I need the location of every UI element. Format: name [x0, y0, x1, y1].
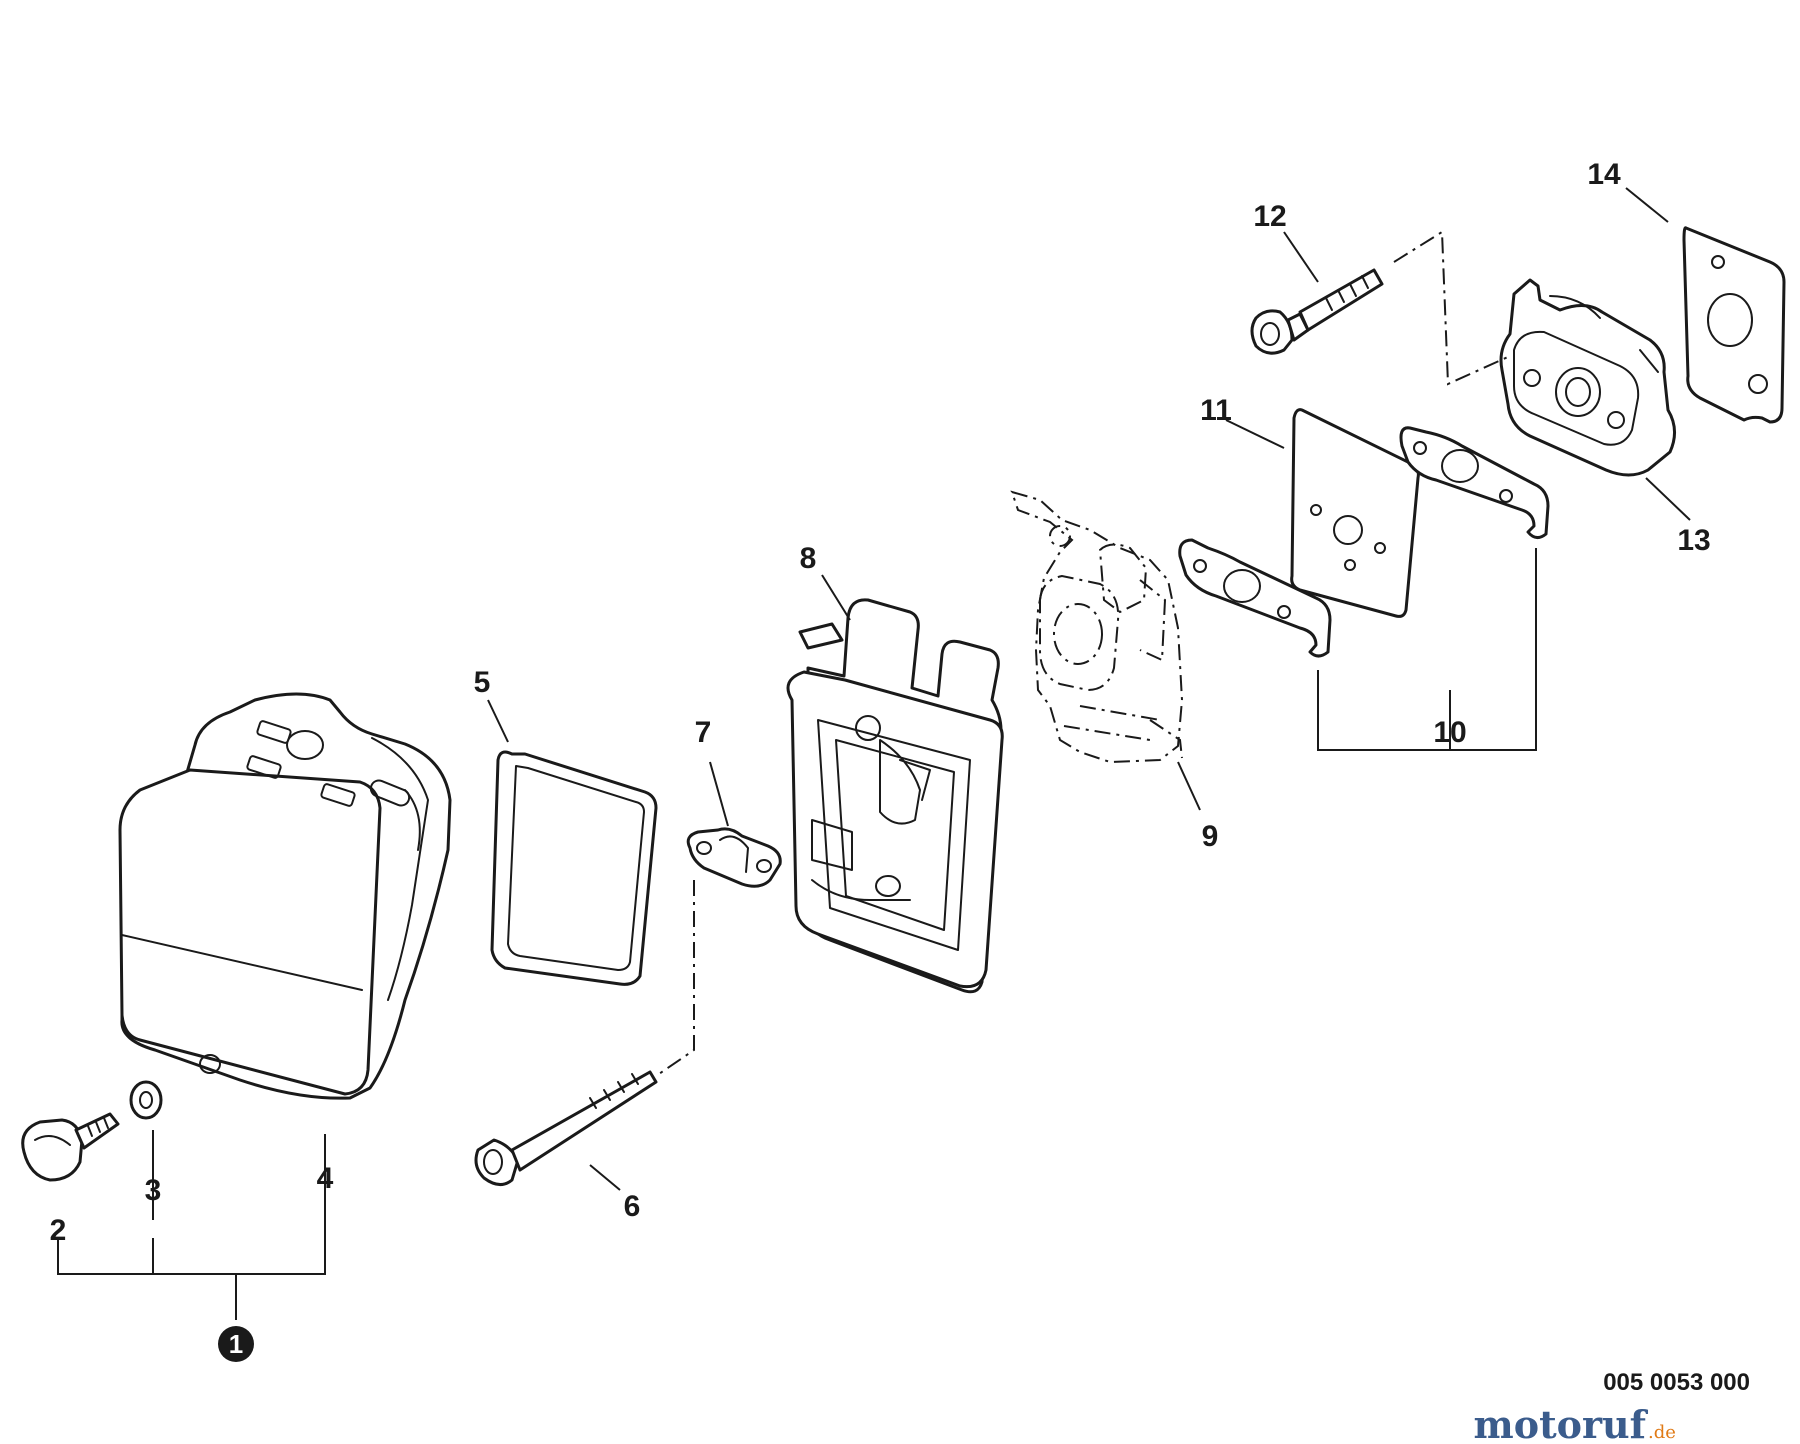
carburetor-adapter: [1499, 278, 1676, 477]
callout-12: 12: [1253, 200, 1286, 233]
callout-11: 11: [1200, 394, 1232, 427]
callout-9: 9: [1202, 820, 1219, 853]
callout-7: 7: [695, 716, 712, 749]
callout-3: 3: [145, 1174, 162, 1207]
callout-1: 1: [229, 1329, 243, 1359]
gasket-rear: [1682, 226, 1786, 424]
carburetor: [1010, 490, 1184, 764]
gasket-large: [1399, 426, 1550, 539]
callout-6: 6: [624, 1190, 641, 1223]
insulator-plate: [1290, 408, 1420, 618]
air-cleaner-case: [786, 598, 1004, 994]
leader-lines: [57, 187, 1691, 1320]
washer: [129, 1080, 163, 1120]
knob-bolt: [21, 1112, 120, 1182]
callout-14: 14: [1587, 158, 1621, 191]
callout-10: 10: [1433, 716, 1466, 749]
bolt-short: [1250, 268, 1384, 355]
watermark-logo: motoruf .de: [1474, 1402, 1676, 1444]
callout-5: 5: [474, 666, 491, 699]
spacer-fitting: [686, 827, 782, 888]
drawing-code: 005 0053 000: [1603, 1369, 1750, 1396]
callout-8: 8: [800, 542, 817, 575]
air-cleaner-cover: [118, 692, 452, 1100]
callout-13: 13: [1677, 524, 1710, 557]
watermark-main: motoruf: [1474, 1402, 1649, 1444]
callout-labels: 1 2 3 4 5 6 7 8 9 10 11 12 13 14: [50, 158, 1711, 1362]
air-filter-element: [490, 750, 658, 986]
callout-2: 2: [50, 1214, 67, 1247]
watermark-suffix: .de: [1648, 1422, 1676, 1443]
long-bolt: [474, 1070, 658, 1186]
gasket-small: [1178, 538, 1332, 658]
kit-callout-badge: [218, 1326, 254, 1362]
callout-4: 4: [317, 1162, 334, 1195]
